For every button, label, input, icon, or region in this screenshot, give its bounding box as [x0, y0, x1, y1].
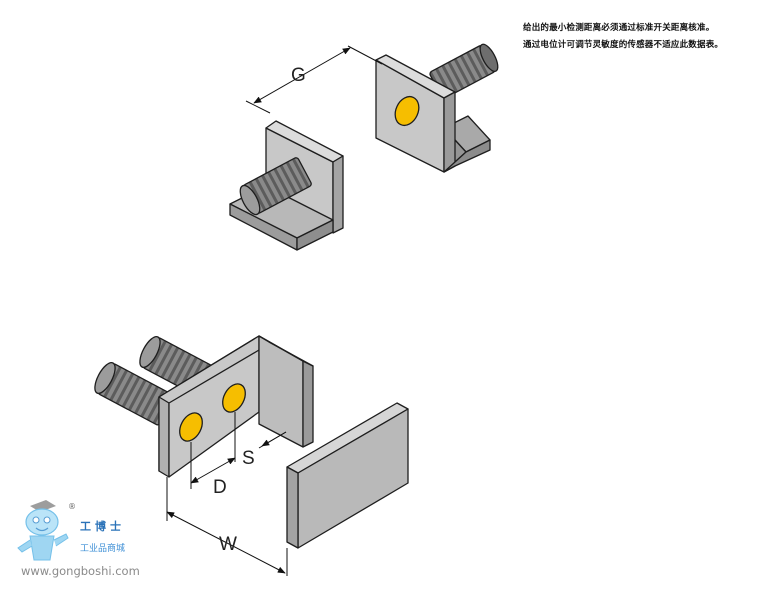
- w-dimension-line: [166, 511, 286, 574]
- dim-label-d: D: [213, 477, 227, 498]
- sensor-top-right: [375, 43, 499, 173]
- watermark-subtitle: 工业品商城: [80, 542, 125, 554]
- watermark-logo: ® 工博士 工业品商城 www.gongboshi.com: [17, 500, 140, 578]
- dim-label-w: W: [219, 534, 237, 555]
- watermark-name: 工博士: [80, 519, 125, 533]
- watermark-url: www.gongboshi.com: [21, 564, 140, 578]
- d-dimension-line: [190, 457, 236, 484]
- g-dimension-line: [253, 47, 351, 104]
- dim-label-g: G: [291, 65, 306, 86]
- sensor-face-right: [222, 383, 246, 413]
- sensor-top-left: [229, 120, 344, 251]
- g-extension-right: [347, 45, 383, 65]
- thread-cylinder: [239, 157, 312, 216]
- note-line-2: 通过电位计可调节灵敏度的传感器不适应此数据表。: [523, 40, 724, 50]
- sensor-face: [394, 95, 420, 127]
- bracket-wing: [258, 335, 304, 448]
- g-extension-left: [245, 100, 271, 114]
- sensor-face-left: [179, 412, 203, 442]
- note-line-1: 给出的最小检测距离必须通过标准开关距离核准。: [523, 23, 715, 33]
- mascot-icon: [17, 500, 69, 561]
- sensor-pair-bottom: [94, 335, 314, 478]
- watermark-reg-mark: ®: [68, 502, 76, 511]
- dim-label-s: S: [242, 448, 255, 469]
- target-plate: [286, 402, 409, 549]
- thread-cylinder: [429, 43, 499, 99]
